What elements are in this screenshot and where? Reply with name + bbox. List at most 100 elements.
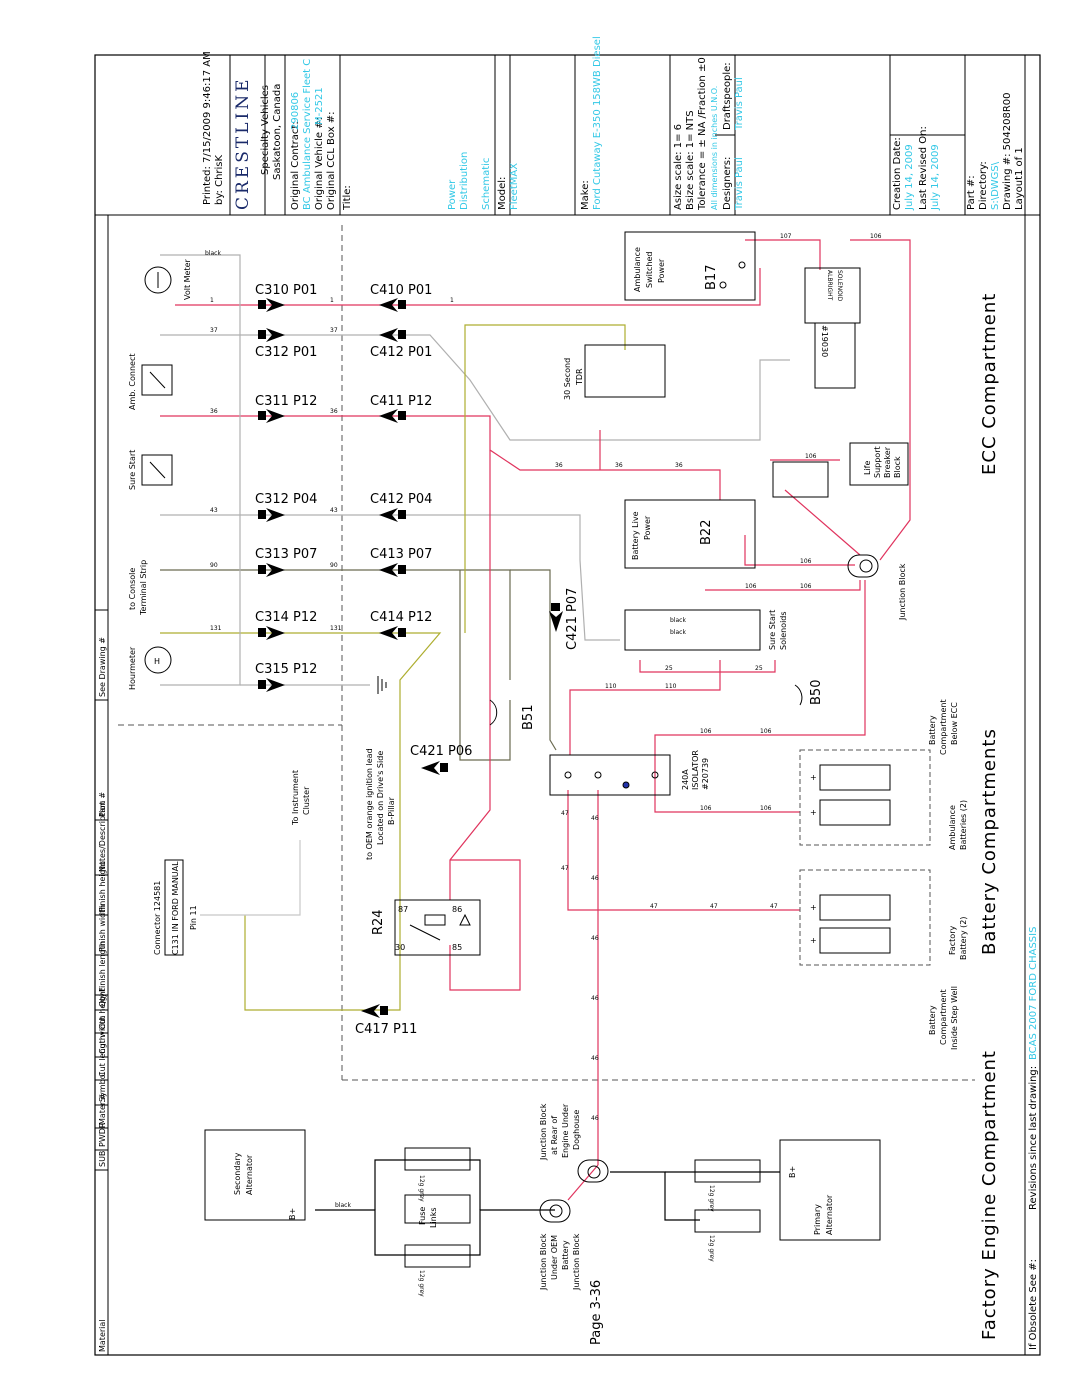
- connector-c313: C313 P07: [255, 547, 317, 577]
- svg-text:To Instrument: To Instrument: [291, 770, 300, 826]
- bsize-scale: Bsize scale: 1= NTS: [685, 110, 696, 210]
- original-contract-value: 290806: [290, 92, 301, 130]
- svg-text:+: +: [810, 808, 817, 817]
- svg-text:36: 36: [555, 462, 563, 469]
- volt-meter: Volt Meter black: [144, 250, 221, 300]
- svg-text:12g grey: 12g grey: [708, 1235, 715, 1262]
- creation-date-label: Creation Date:: [892, 137, 903, 210]
- connector-c310: C310 P01: [255, 283, 317, 312]
- title-value1: Power: [447, 179, 458, 210]
- wires: [160, 239, 911, 1256]
- svg-text:R24: R24: [371, 909, 386, 935]
- last-revised-label: Last Revised On:: [918, 126, 929, 210]
- svg-text:H: H: [154, 657, 160, 666]
- bom-header-cell: Cut width: [98, 1016, 107, 1054]
- svg-text:SOLENOID: SOLENOID: [836, 270, 843, 302]
- make-label: Make:: [580, 180, 591, 210]
- svg-text:B+: B+: [288, 1208, 297, 1220]
- title-value3: Schematic: [481, 158, 492, 210]
- model-value: FleetMAX: [509, 163, 520, 210]
- svg-text:Links: Links: [429, 1207, 438, 1228]
- svg-text:36: 36: [675, 462, 683, 469]
- bom-header-cell: PWDR: [98, 1122, 107, 1147]
- connector-c413: C413 P07: [370, 547, 432, 577]
- battery-compartments-title: Battery Compartments: [979, 728, 1000, 955]
- svg-text:47: 47: [561, 810, 569, 817]
- instrument-cluster-note: To Instrument Cluster: [291, 770, 311, 826]
- creation-date-value: July 14, 2009: [904, 144, 915, 211]
- svg-text:Junction Block: Junction Block: [572, 1233, 581, 1291]
- bom-header-cell: See Drawing #: [98, 637, 107, 697]
- svg-text:C417 P11: C417 P11: [355, 1022, 417, 1037]
- bom-header-cell: Mater.#: [98, 1093, 107, 1125]
- svg-text:43: 43: [330, 507, 338, 514]
- svg-text:C412 P01: C412 P01: [370, 345, 432, 360]
- obsolete-label: If Obsolete See #:: [1028, 1259, 1039, 1350]
- svg-text:46: 46: [591, 1115, 599, 1122]
- svg-text:Below ECC: Below ECC: [950, 702, 959, 745]
- drawing-number: Drawing #: 504208R00: [1002, 92, 1013, 210]
- svg-text:Factory: Factory: [948, 926, 957, 955]
- switch-b50: B50: [794, 680, 824, 706]
- svg-text:+: +: [810, 903, 817, 912]
- svg-text:37: 37: [210, 327, 218, 334]
- sure-start-solenoids: Sure Start Solenoids black black: [624, 609, 788, 651]
- svg-text:C411 P12: C411 P12: [370, 394, 432, 409]
- svg-text:Amb. Connect: Amb. Connect: [128, 353, 137, 410]
- svg-text:Battery: Battery: [928, 1005, 937, 1035]
- bom-header-cell: Cut length: [98, 1035, 107, 1077]
- svg-text:C311 P12: C311 P12: [255, 394, 317, 409]
- svg-text:to OEM orange ignition lead: to OEM orange ignition lead: [365, 748, 374, 860]
- bom-header-cell: Part #: [98, 792, 107, 817]
- svg-text:90: 90: [330, 562, 338, 569]
- dimensions-note: All dimensions in inches U.N.O.: [710, 86, 719, 210]
- secondary-alternator: Secondary Alternator B+: [204, 1129, 306, 1221]
- sheet-frame: [94, 54, 1041, 1356]
- svg-text:36: 36: [210, 408, 218, 415]
- svg-text:Junction Block: Junction Block: [539, 1103, 548, 1161]
- svg-text:Compartment: Compartment: [939, 699, 948, 755]
- connector-group-right: C410 P01 C412 P01 C411 P12 C412 P04 C413…: [355, 283, 580, 1037]
- svg-text:110: 110: [665, 683, 677, 690]
- svg-text:Volt Meter: Volt Meter: [183, 258, 192, 300]
- bom-header-cell: Qty: [98, 993, 107, 1007]
- svg-text:C413 P07: C413 P07: [370, 547, 432, 562]
- svg-text:Hourmeter: Hourmeter: [128, 646, 137, 690]
- footer-strip: If Obsolete See #: Revisions since last …: [1024, 215, 1039, 1355]
- svg-text:C313 P07: C313 P07: [255, 547, 317, 562]
- svg-text:37: 37: [330, 327, 338, 334]
- svg-text:ALBRIGHT: ALBRIGHT: [826, 270, 833, 301]
- svg-text:at Rear of: at Rear of: [550, 1116, 559, 1155]
- svg-text:C131 IN FORD MANUAL: C131 IN FORD MANUAL: [171, 861, 180, 955]
- svg-text:Ambulance: Ambulance: [633, 247, 642, 292]
- svg-text:106: 106: [800, 558, 812, 565]
- svg-text:C421 P06: C421 P06: [410, 744, 472, 759]
- svg-text:Alternator: Alternator: [825, 1194, 834, 1235]
- svg-text:240A: 240A: [681, 769, 690, 790]
- svg-text:85: 85: [452, 943, 462, 952]
- svg-text:B50: B50: [809, 680, 824, 705]
- svg-text:131: 131: [330, 625, 342, 632]
- svg-text:86: 86: [452, 905, 462, 914]
- svg-text:47: 47: [561, 865, 569, 872]
- amb-connect-switch: Amb. Connect: [128, 353, 173, 410]
- svg-text:87: 87: [398, 905, 408, 914]
- tdr-30-second: 30 Second TDR: [563, 344, 666, 400]
- bom-header-cell: Finish height: [98, 861, 107, 912]
- svg-text:47: 47: [650, 903, 658, 910]
- isolator-240a: 240A ISOLATOR #20739: [549, 750, 710, 796]
- fuse-links: Fuse Links 12g grey 12g grey black: [335, 1147, 471, 1297]
- junction-block-ecc: Junction Block: [847, 554, 907, 621]
- oem-ignition-note: to OEM orange ignition lead Located on D…: [365, 748, 396, 860]
- svg-text:106: 106: [760, 728, 772, 735]
- primary-alternator: Primary Alternator B+ 12g grey 12g grey: [694, 1139, 881, 1262]
- connector-c314: C314 P12: [255, 610, 317, 640]
- svg-text:107: 107: [780, 233, 792, 240]
- original-vehicle-value: M-2521: [314, 87, 325, 125]
- svg-text:C312 P01: C312 P01: [255, 345, 317, 360]
- svg-text:131: 131: [210, 625, 222, 632]
- svg-text:C314 P12: C314 P12: [255, 610, 317, 625]
- svg-text:to Console: to Console: [128, 568, 137, 610]
- svg-text:+: +: [810, 936, 817, 945]
